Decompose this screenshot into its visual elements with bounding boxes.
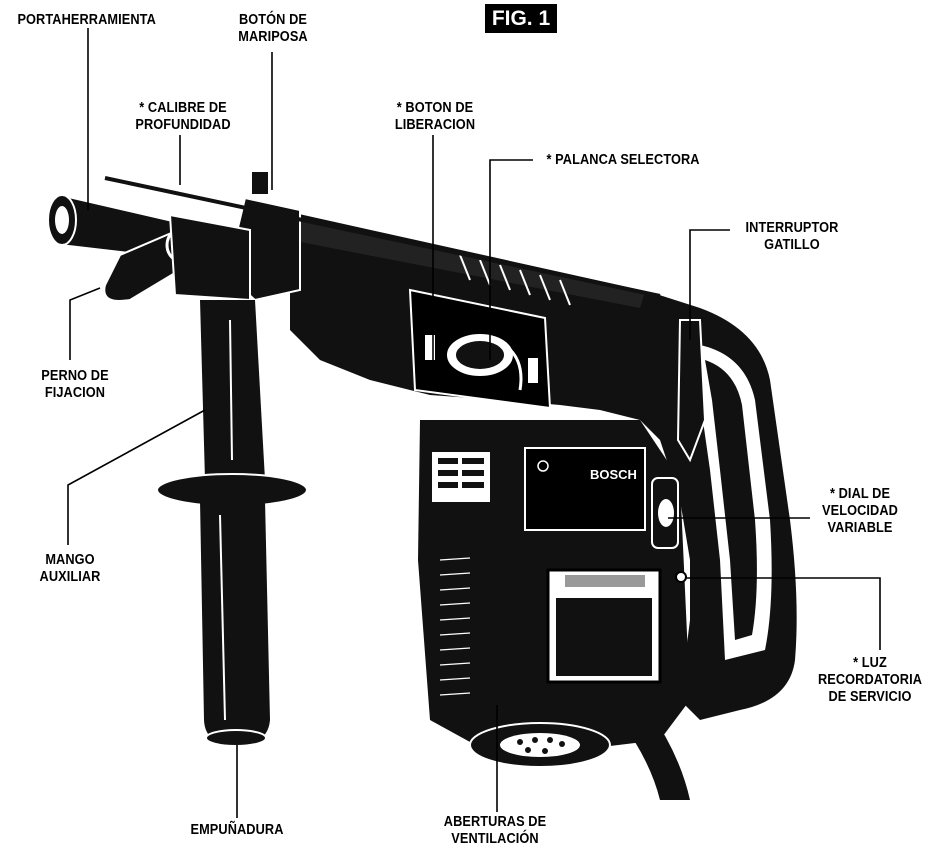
label-wing-button: BOTÓN DE MARIPOSA (238, 12, 308, 45)
leader-lines (67, 28, 881, 818)
figure-title: FIG. 1 (485, 4, 557, 33)
label-service-light: * LUZ RECORDATORIA DE SERVICIO (817, 655, 923, 705)
brand-logo-text: BOSCH (590, 467, 637, 482)
label-selector-lever: * PALANCA SELECTORA (546, 152, 700, 168)
label-vents: ABERTURAS DE VENTILACIÓN (443, 814, 547, 847)
label-clamping-bolt: PERNO DE FIJACION (41, 368, 109, 401)
label-depth-gauge: * CALIBRE DE PROFUNDIDAD (135, 100, 231, 133)
label-auxiliary-handle: MANGO AUXILIAR (39, 552, 101, 585)
label-tool-holder: PORTAHERRAMIENTA (17, 12, 156, 28)
label-grip: EMPUÑADURA (190, 822, 284, 838)
drill-body (47, 172, 797, 800)
label-release-button: * BOTON DE LIBERACION (394, 100, 476, 133)
label-speed-dial: * DIAL DE VELOCIDAD VARIABLE (822, 486, 898, 536)
label-trigger-switch: INTERRUPTOR GATILLO (745, 220, 839, 253)
